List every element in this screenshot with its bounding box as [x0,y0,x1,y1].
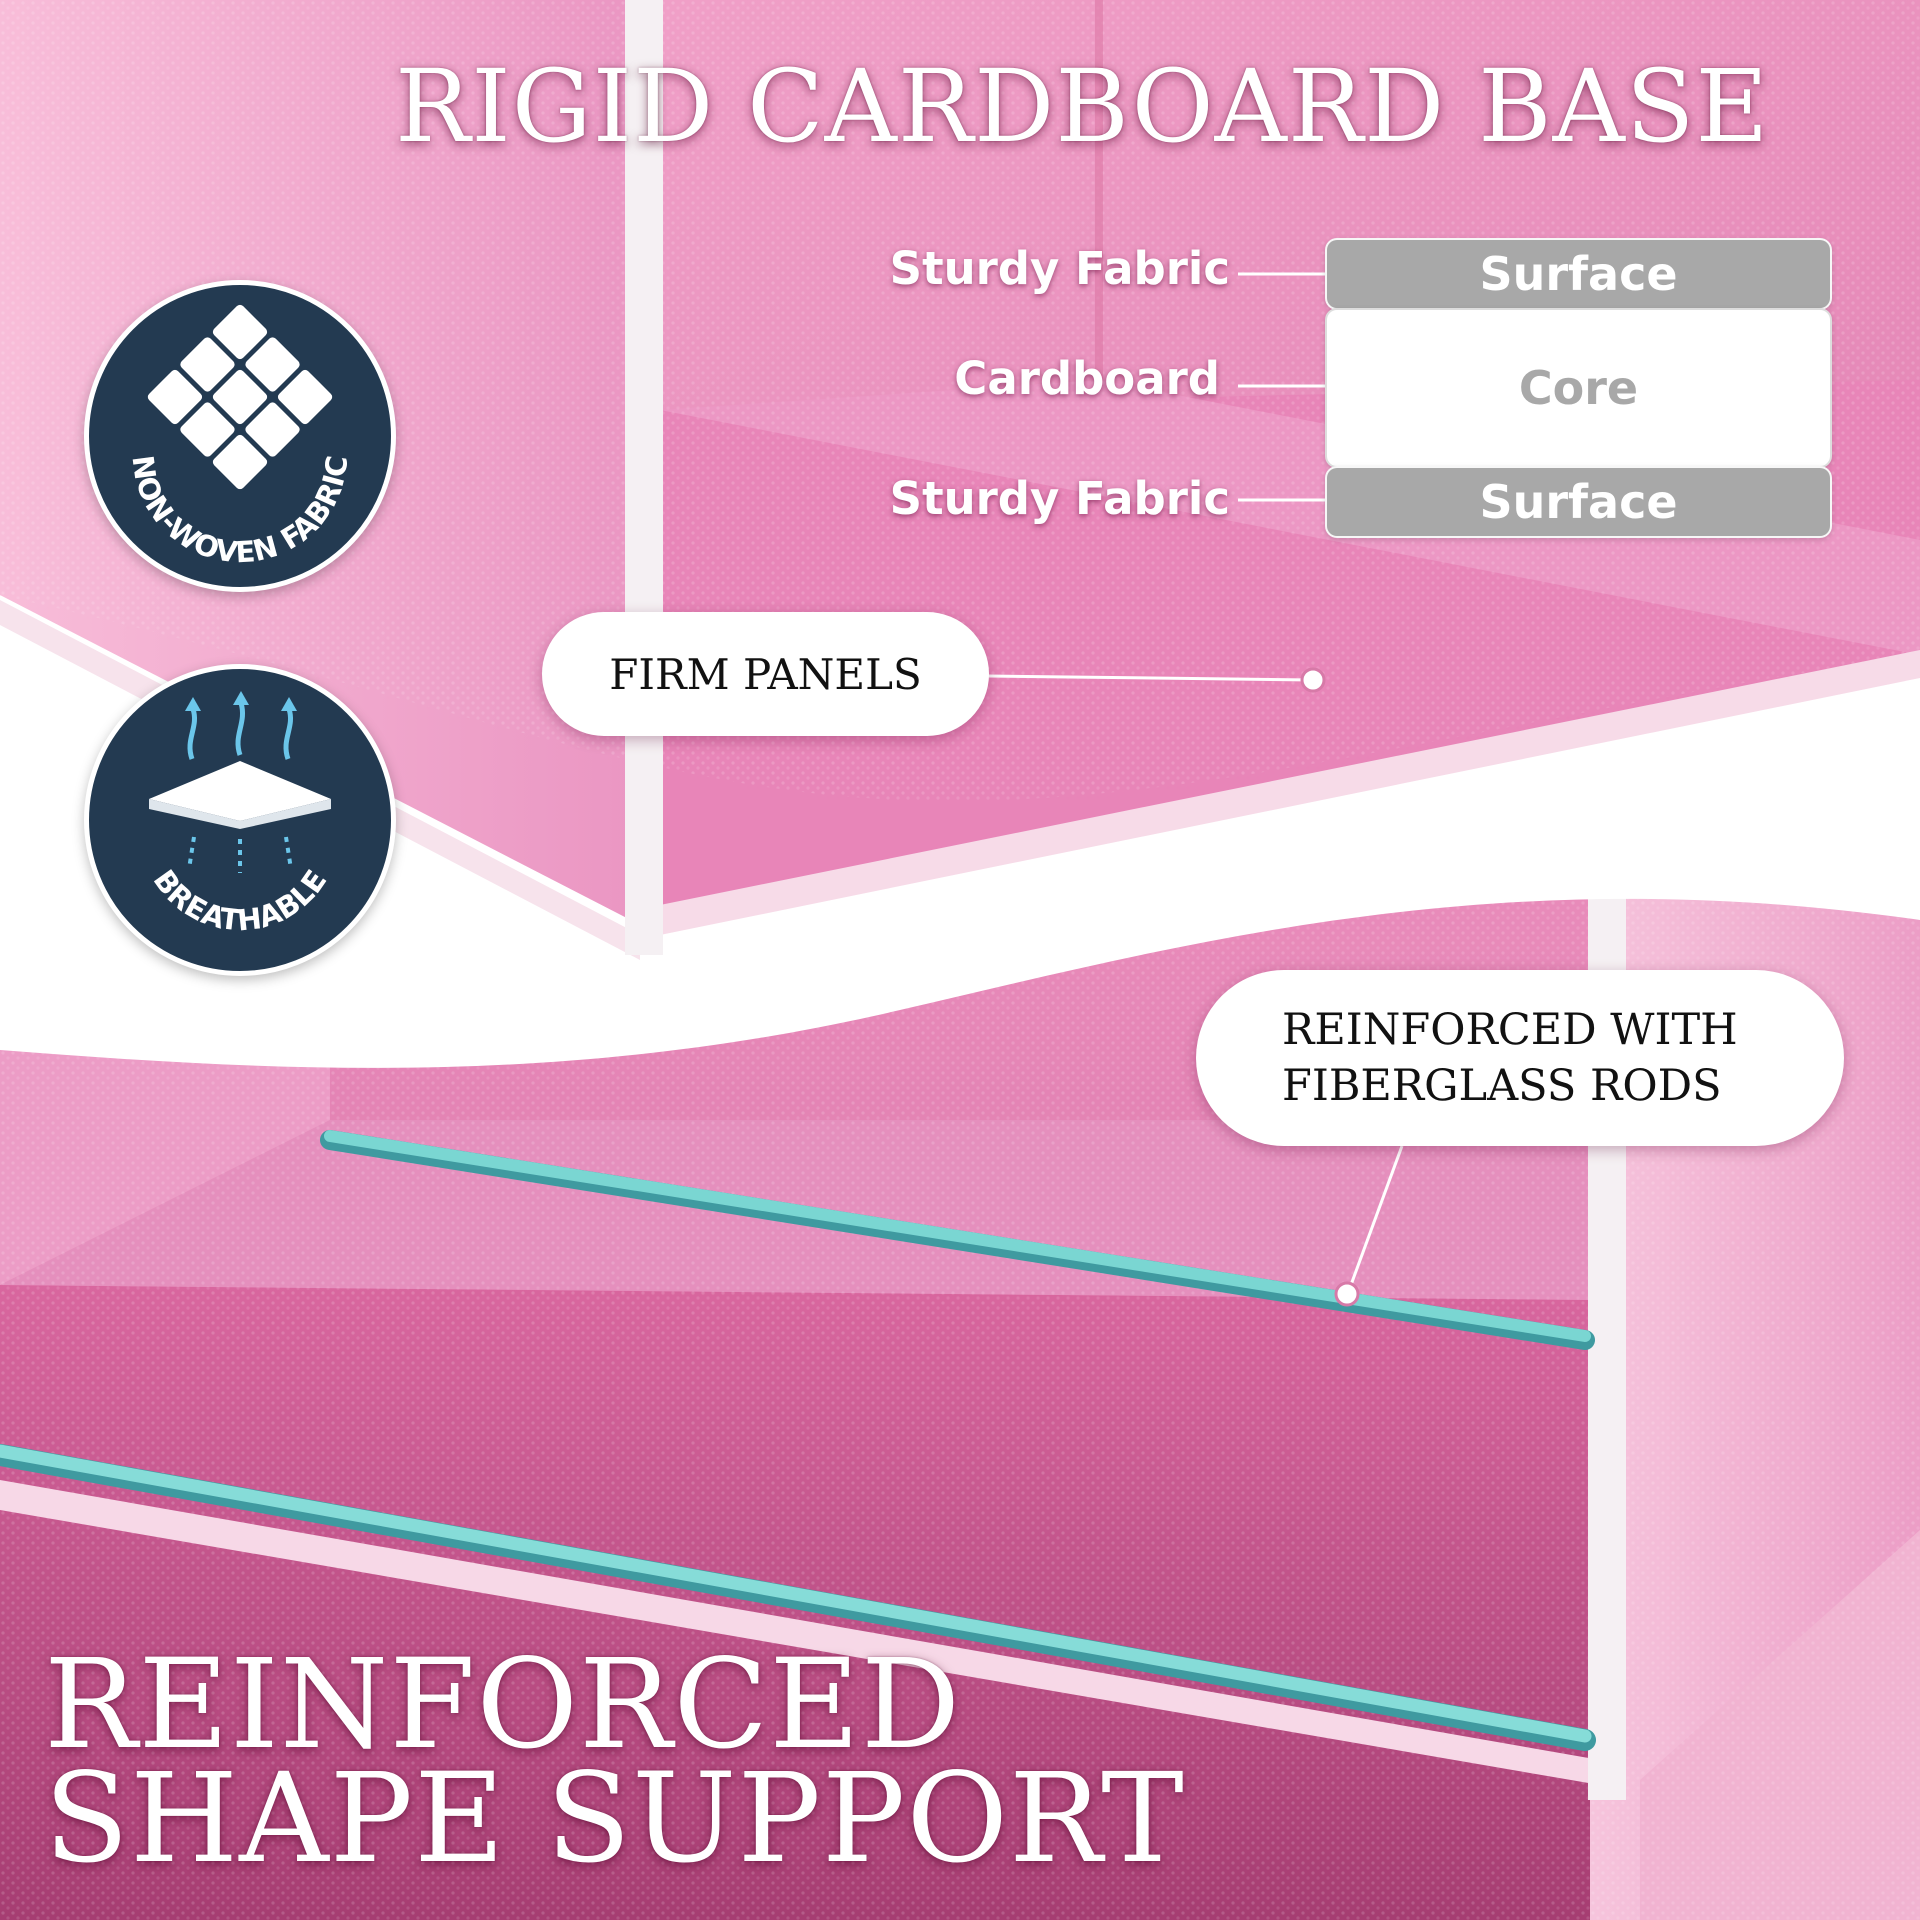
callout-rods-line2: FIBERGLASS RODS [1282,1061,1722,1111]
callout-connectors [987,272,1404,1294]
layer-label-bottom: Sturdy Fabric [889,472,1230,525]
badge-non-woven-fabric: NON-WOVEN FABRIC [84,280,396,592]
layer-label-top: Sturdy Fabric [889,242,1230,295]
badge-breathable: BREATHABLE [84,664,396,976]
fiberglass-rods [0,1130,1596,1751]
svg-text:BREATHABLE: BREATHABLE [147,863,334,937]
callout-firm-panels-text: FIRM PANELS [609,649,922,699]
layer-box-core: Core [1325,308,1832,468]
headline-bottom-line1: REINFORCED [44,1633,962,1777]
layer-box-surface-top: Surface [1325,238,1832,310]
headline-bottom: REINFORCED SHAPE SUPPORT [44,1643,1185,1881]
callout-rods-line1: REINFORCED WITH [1282,1005,1738,1055]
callout-firm-panels: FIRM PANELS [542,612,989,736]
layer-box-surface-top-text: Surface [1479,247,1678,301]
badge-breathable-label: BREATHABLE [147,863,334,937]
rods-pointer-dot [1334,1281,1360,1307]
layer-box-surface-bottom: Surface [1325,466,1832,538]
breathable-pad-icon [149,691,331,873]
shelf-edge-binding [0,1480,1600,1785]
callout-fiberglass-rods: REINFORCED WITH FIBERGLASS RODS [1196,970,1844,1146]
layer-label-middle: Cardboard [954,352,1220,405]
headline-top: RIGID CARDBOARD BASE [395,48,1770,165]
layer-box-surface-bottom-text: Surface [1479,475,1678,529]
headline-bottom-line2: SHAPE SUPPORT [44,1747,1185,1891]
layer-box-core-text: Core [1518,361,1639,415]
firm-panels-pointer-dot [1300,667,1326,693]
upper-compartment [0,0,1920,960]
woven-fabric-icon [144,301,336,493]
